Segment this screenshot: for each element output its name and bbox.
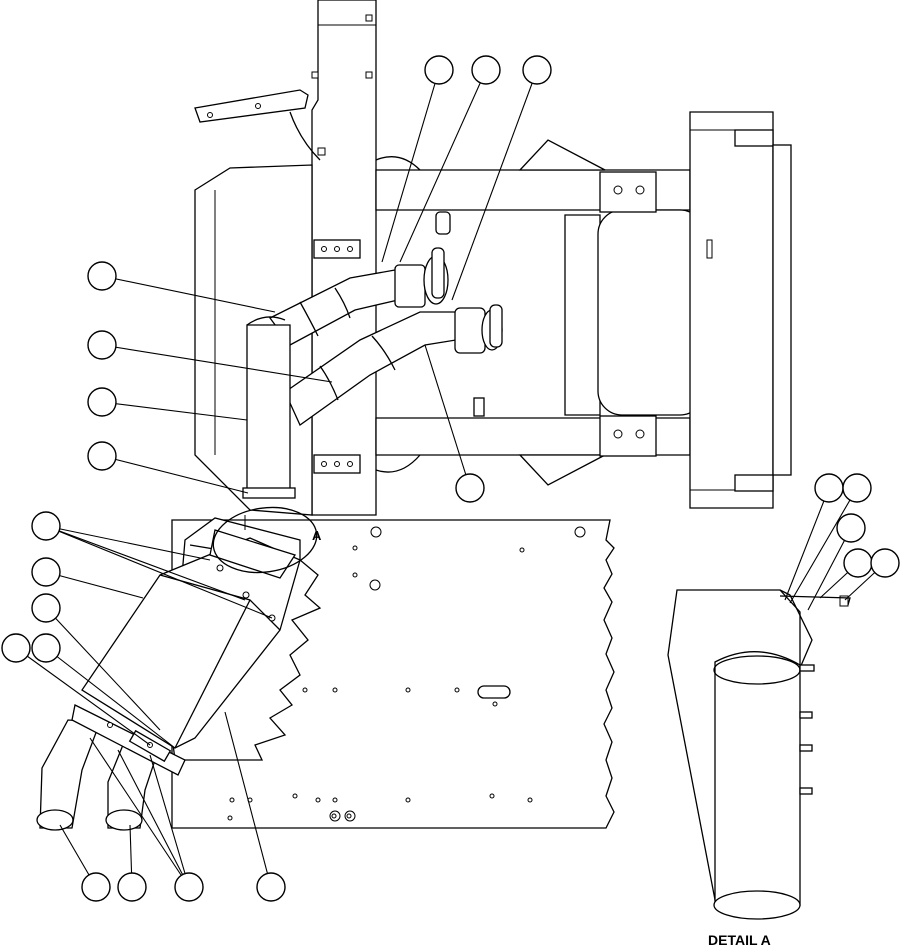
callout-bubble: [814, 473, 844, 503]
callout-bubble: [870, 548, 900, 578]
callout-bubble: [31, 593, 61, 623]
callout-bubble: [843, 548, 873, 578]
callout-bubble: [455, 473, 485, 503]
detail-title: DETAIL A: [708, 932, 771, 947]
callout-bubble: [87, 330, 117, 360]
callout-bubble: [81, 872, 111, 902]
callout-bubble: [471, 55, 501, 85]
callout-bubble: [522, 55, 552, 85]
detail-a-callout-ring: A: [212, 506, 322, 574]
callout-bubble: [1, 633, 31, 663]
detail-marker: A: [312, 528, 322, 543]
callout-bubble: [31, 633, 61, 663]
callout-bubble: [87, 387, 117, 417]
callout-bubble: [117, 872, 147, 902]
callout-bubble: [836, 513, 866, 543]
callout-bubble: [31, 511, 61, 541]
callout-bubble: [174, 872, 204, 902]
callout-bubble: [842, 473, 872, 503]
callout-bubbles: [1, 55, 900, 902]
turbo-exhaust-pipes: [242, 211, 503, 499]
callout-bubble: [87, 441, 117, 471]
callout-bubble: [424, 55, 454, 85]
callout-bubble: [87, 261, 117, 291]
callout-bubble: [31, 557, 61, 587]
callout-bubble: [256, 872, 286, 902]
leader-lines: [15, 69, 886, 888]
muffler-assembly: [36, 515, 322, 831]
detail-a-view: DETAIL A: [667, 589, 851, 947]
